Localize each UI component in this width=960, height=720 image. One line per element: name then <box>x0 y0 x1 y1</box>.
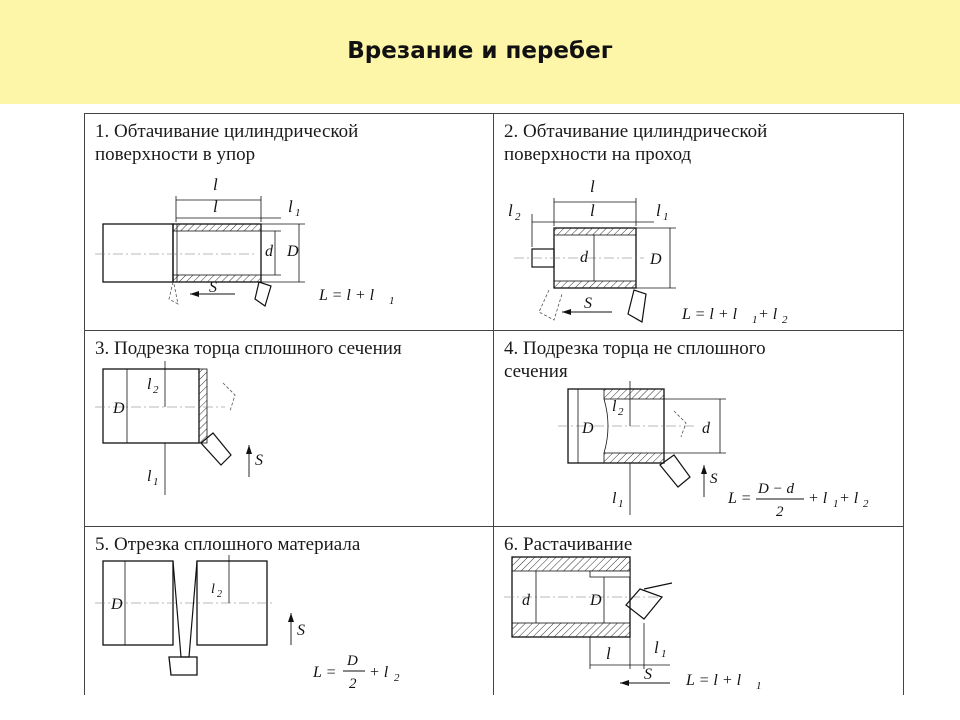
label-l-inner: l <box>590 201 595 220</box>
facing-hollow-diagram: D l 2 l 1 d S L = D − d 2 + l 1 + l 2 <box>558 381 869 520</box>
cell-caption: 1. Обтачивание цилиндрической поверхност… <box>95 121 359 165</box>
label-D: D <box>110 596 123 613</box>
formula-sub1: 1 <box>833 498 839 510</box>
label-d: d <box>522 592 531 609</box>
formula-L: L = <box>312 664 336 681</box>
formula-sub2: 2 <box>863 498 869 510</box>
label-l1: l <box>288 197 293 216</box>
title-bar: Врезание и перебег <box>0 0 960 104</box>
formula-numerator: D <box>346 653 358 669</box>
table-border-left <box>84 113 85 695</box>
formula: L = l + l <box>681 306 738 323</box>
formula-sub: 1 <box>756 680 762 692</box>
label-D: D <box>286 243 299 260</box>
table-divider-row1 <box>84 330 904 331</box>
label-l1-sub: 1 <box>153 476 159 488</box>
formula-sub: 1 <box>389 295 395 307</box>
table-border-right <box>903 113 904 695</box>
table-border-top <box>84 113 904 114</box>
cell-turning-through: 2. Обтачивание цилиндрической поверхност… <box>494 114 903 330</box>
label-S: S <box>255 452 263 469</box>
cell-boring: 6. Растачивание d D l l 1 <box>494 527 903 695</box>
label-D: D <box>589 592 602 609</box>
label-l2: l <box>147 376 152 393</box>
label-l2-sub: 2 <box>153 384 159 396</box>
label-l-inner: l <box>213 197 218 216</box>
label-l1-sub: 1 <box>295 207 301 219</box>
label-D: D <box>581 420 594 437</box>
diagram-table: 1. Обтачивание цилиндрической поверхност… <box>84 113 904 695</box>
cell-caption: 3. Подрезка торца сплошного сечения <box>95 338 402 359</box>
label-d: d <box>265 243 274 260</box>
cell-caption: 4. Подрезка торца не сплошного сечения <box>504 338 766 382</box>
label-l2-sub: 2 <box>618 406 624 418</box>
label-S: S <box>710 471 718 487</box>
label-l1: l <box>147 468 152 485</box>
formula-denominator: 2 <box>776 504 784 520</box>
label-l2: l <box>612 398 617 415</box>
label-D: D <box>649 251 662 268</box>
label-l: l <box>590 177 595 196</box>
turning-through-diagram: l l l 2 l 1 d D S L = l + l 1 + l 2 <box>508 177 788 326</box>
formula-sub: 2 <box>394 672 400 684</box>
cell-cutoff-solid: 5. Отрезка сплошного материала D l 2 S L… <box>85 527 493 695</box>
label-l: l <box>213 175 218 194</box>
label-l1-sub: 1 <box>618 498 624 510</box>
label-l2-sub: 2 <box>515 211 521 223</box>
label-l2-sub: 2 <box>217 589 222 600</box>
formula: L = l + l <box>318 287 375 304</box>
label-l: l <box>606 644 611 663</box>
facing-solid-diagram: D l 2 l 1 S <box>95 361 263 495</box>
formula-rest: + l <box>369 664 389 681</box>
formula-rest: + l <box>808 490 828 507</box>
label-l1: l <box>654 638 659 657</box>
label-S: S <box>644 666 652 683</box>
formula-numerator: D − d <box>757 481 794 497</box>
formula: L = l + l <box>685 672 742 689</box>
table-divider-vertical <box>493 113 494 695</box>
label-S: S <box>209 279 217 296</box>
label-S: S <box>297 622 305 639</box>
label-l2: l <box>508 201 513 220</box>
formula-sub1: 1 <box>752 314 758 326</box>
slide-title: Врезание и перебег <box>347 38 613 64</box>
label-d: d <box>580 249 589 266</box>
label-d: d <box>702 420 711 437</box>
cell-caption: 6. Растачивание <box>504 534 633 555</box>
cell-caption: 2. Обтачивание цилиндрической поверхност… <box>504 121 768 165</box>
cell-turning-to-shoulder: 1. Обтачивание цилиндрической поверхност… <box>85 114 493 330</box>
label-l2: l <box>211 582 215 597</box>
label-l1: l <box>612 490 617 507</box>
cell-facing-solid: 3. Подрезка торца сплошного сечения D l … <box>85 331 493 526</box>
formula-mid: + l <box>839 490 859 507</box>
cutoff-solid-diagram: D l 2 S L = D 2 + l 2 <box>95 555 400 692</box>
boring-diagram: d D l l 1 S L = l + l 1 <box>504 556 762 692</box>
table-divider-row2 <box>84 526 904 527</box>
formula-mid: + l <box>758 306 778 323</box>
label-D: D <box>112 400 125 417</box>
cell-caption: 5. Отрезка сплошного материала <box>95 534 361 555</box>
label-l1-sub: 1 <box>661 648 667 660</box>
formula-L: L = <box>727 490 751 507</box>
label-S: S <box>584 295 592 312</box>
formula-denominator: 2 <box>349 676 357 692</box>
label-l1-sub: 1 <box>663 211 669 223</box>
label-l1: l <box>656 201 661 220</box>
cell-facing-hollow: 4. Подрезка торца не сплошного сечения D… <box>494 331 903 526</box>
formula-sub2: 2 <box>782 314 788 326</box>
turning-to-shoulder-diagram: l l l 1 d D S L = l + l 1 <box>95 175 395 307</box>
